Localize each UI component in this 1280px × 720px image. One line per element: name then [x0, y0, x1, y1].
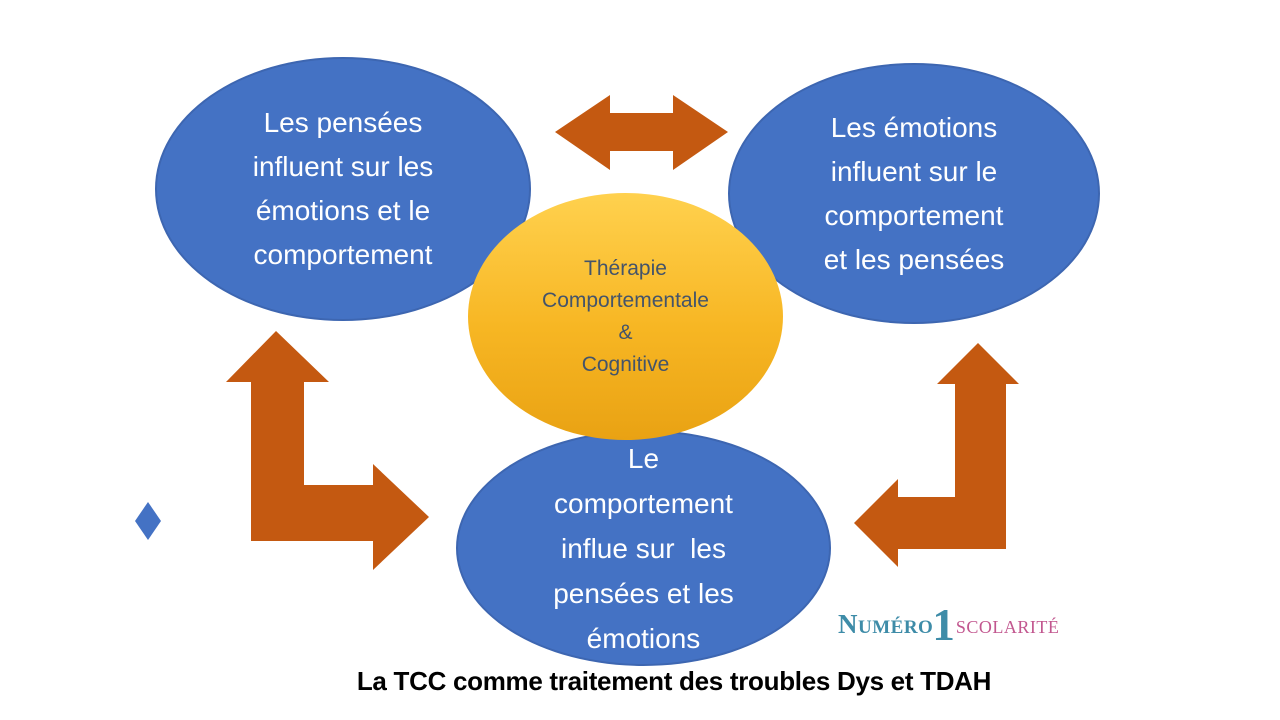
ellipse-emotions-text: Les émotions influent sur le comportemen…	[823, 111, 1005, 275]
ellipse-emotions: Les émotions influent sur le comportemen…	[728, 63, 1100, 324]
ellipse-thoughts-text: Les pensées influent sur les émotions et…	[252, 107, 434, 270]
logo-word-scolarite: scolarité	[955, 612, 1060, 639]
logo-word-numero: Numéro	[838, 609, 934, 639]
ellipse-center-tcc-text: Thérapie Comportementale & Cognitive	[542, 256, 709, 376]
ellipse-behavior-text: Le comportement influe sur les pensées e…	[553, 442, 734, 654]
diamond-icon	[135, 502, 161, 540]
logo-digit-one: 1	[932, 600, 955, 650]
slide-caption: La TCC comme traitement des troubles Dys…	[356, 666, 992, 696]
bent-arrow-up-left-icon	[854, 343, 1019, 567]
double-arrow-horizontal-icon	[555, 95, 728, 170]
ellipse-behavior: Le comportement influe sur les pensées e…	[456, 430, 831, 666]
ellipse-center-tcc: Thérapie Comportementale & Cognitive	[468, 193, 783, 440]
bent-arrow-up-right-icon	[226, 331, 429, 570]
ellipse-thoughts: Les pensées influent sur les émotions et…	[155, 57, 531, 321]
